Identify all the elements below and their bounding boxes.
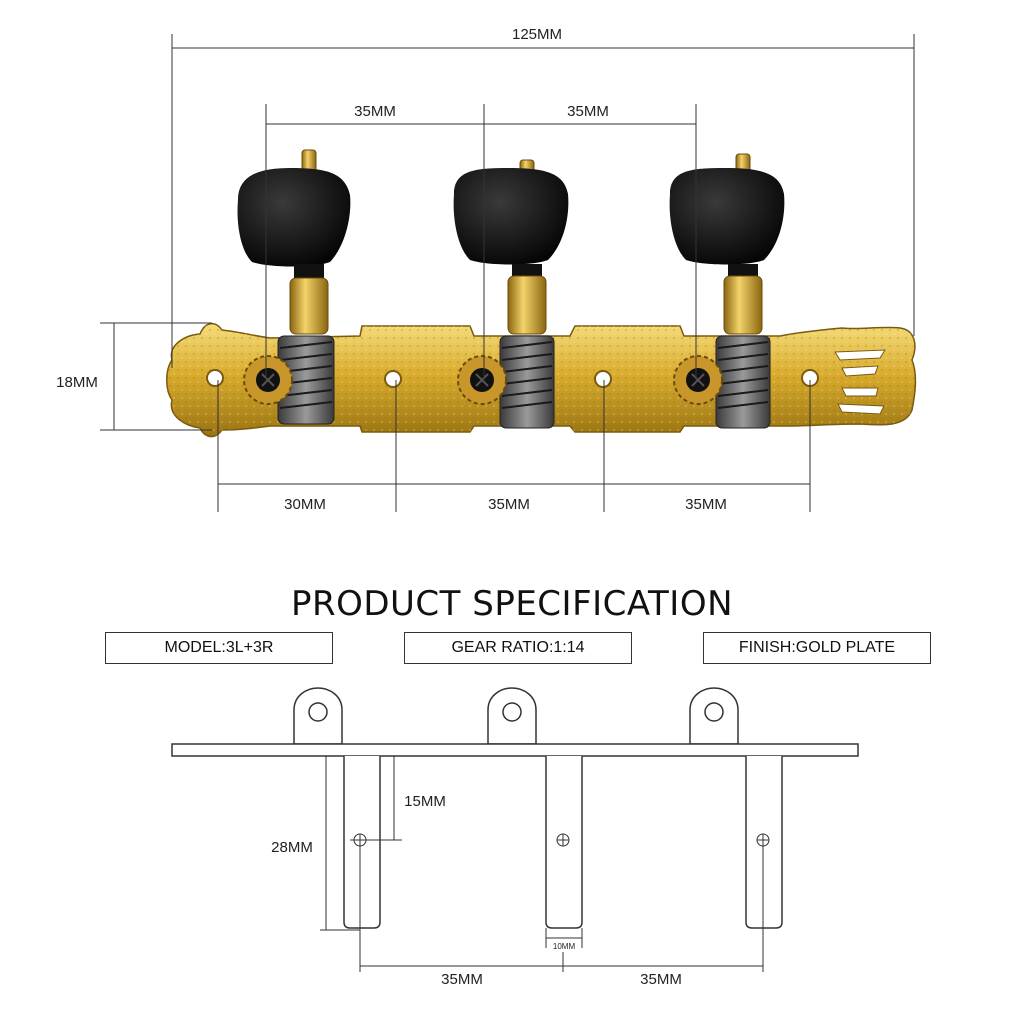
tuner-unit-1: [237, 149, 351, 425]
technical-drawing: [171, 687, 859, 929]
screw-holes: [206, 369, 819, 388]
tuner-photo: [166, 149, 917, 438]
dim-screw-spacing-3: 35MM: [685, 496, 727, 513]
plate-slots: [834, 349, 886, 415]
spec-model-label: MODEL:3L+3R: [164, 639, 274, 656]
dim-roller-width: 10MM: [553, 942, 576, 951]
page-title: PRODUCT SPECIFICATION: [290, 584, 734, 624]
spec-gear-ratio-label: GEAR RATIO:1:14: [451, 639, 585, 656]
dim-roller-offset: 15MM: [404, 793, 446, 810]
spec-finish-label: FINISH:GOLD PLATE: [738, 639, 896, 656]
dim-screw-spacing-1: 30MM: [284, 496, 326, 513]
tuner-unit-3: [669, 153, 785, 429]
tuner-unit-2: [453, 159, 569, 429]
dim-roller-length: 28MM: [271, 839, 313, 856]
dim-roller-spacing-1: 35MM: [441, 971, 483, 988]
dim-post-spacing-2: 35MM: [567, 103, 609, 120]
roller-holes: [353, 833, 770, 847]
dim-roller-spacing-2: 35MM: [640, 971, 682, 988]
dim-screw-spacing-2: 35MM: [488, 496, 530, 513]
dim-post-spacing-1: 35MM: [354, 103, 396, 120]
dimension-lines-top: [100, 34, 915, 512]
dimension-lines-bottom: [320, 756, 764, 972]
plate-outline: [171, 743, 859, 757]
spec-model-box: MODEL:3L+3R: [105, 632, 333, 664]
spec-finish-box: FINISH:GOLD PLATE: [703, 632, 931, 664]
dim-total-length: 125MM: [512, 26, 562, 43]
spec-gear-ratio-box: GEAR RATIO:1:14: [404, 632, 632, 664]
dim-plate-height: 18MM: [56, 374, 98, 391]
